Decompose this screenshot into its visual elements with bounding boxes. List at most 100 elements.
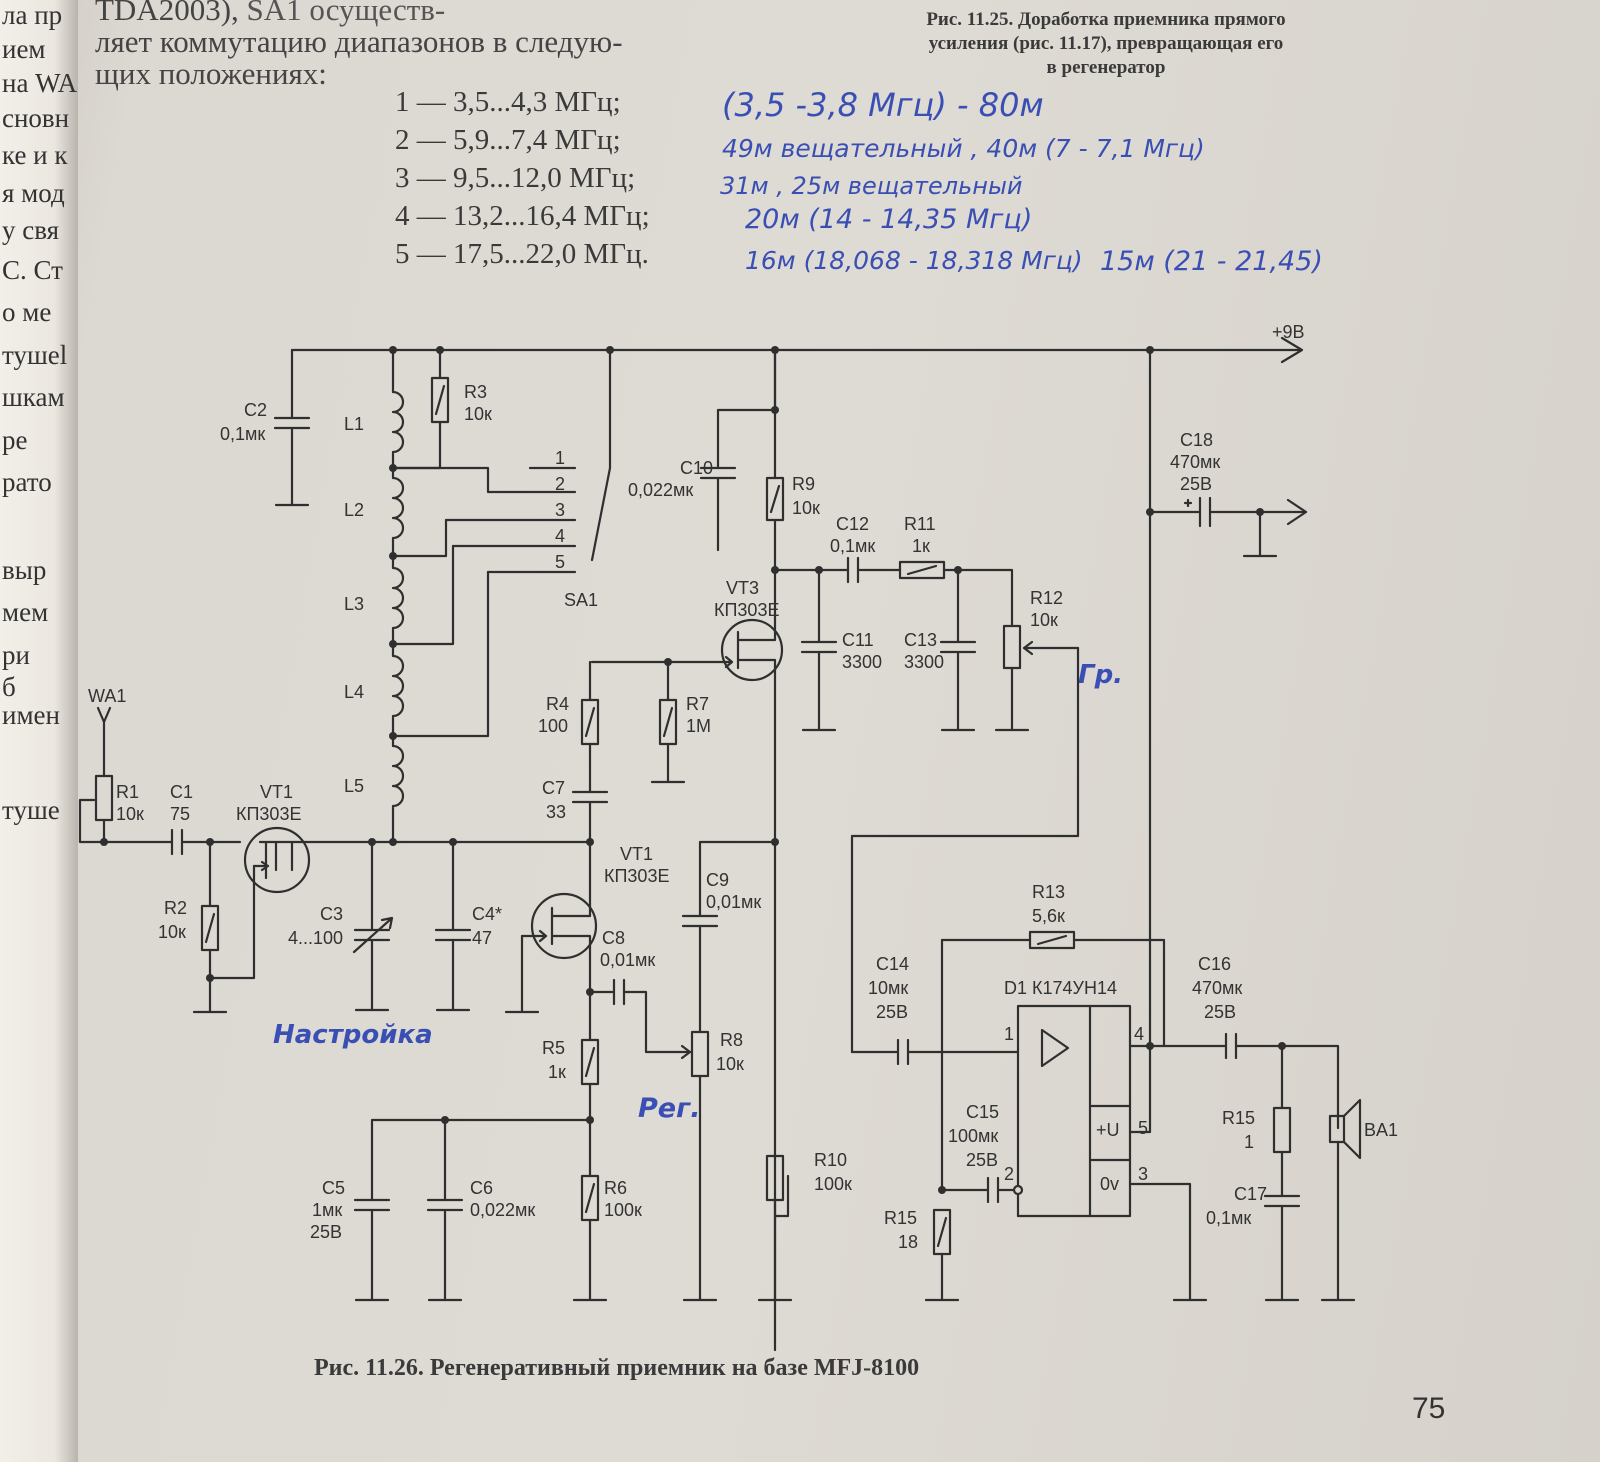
handwritten-note-band5a: 16м (18,068 - 18,318 Мгц)	[745, 246, 1083, 275]
capacitor-c18	[1148, 348, 1308, 1012]
capacitor-c17	[1263, 1194, 1301, 1302]
label-r7-value: 1М	[686, 716, 711, 736]
label-pin3: 3	[1138, 1164, 1148, 1184]
label-l2: L2	[344, 500, 364, 520]
left-page-fragment: ла пр	[2, 0, 63, 30]
label-sa1-pos4: 4	[555, 526, 565, 546]
label-c6-value: 0,022мк	[470, 1200, 535, 1220]
switch-sa1	[391, 348, 612, 738]
label-c7-value: 33	[546, 802, 566, 822]
junction-dots	[100, 346, 1286, 1194]
left-page-fragment: о ме	[2, 297, 52, 327]
inductor-chain	[391, 348, 405, 842]
label-r2: R2	[164, 898, 187, 918]
resistor-r4	[580, 660, 600, 794]
left-page-fragment: мем	[2, 597, 49, 627]
label-r15-1: R15	[1222, 1108, 1255, 1128]
left-page-fragment: тушеl	[2, 340, 68, 370]
label-c16-voltage: 25В	[1204, 1002, 1236, 1022]
left-page-fragment: шкам	[2, 382, 65, 412]
label-c14-voltage: 25В	[876, 1002, 908, 1022]
page-number: 75	[1412, 1392, 1446, 1425]
band-item: 1 — 3,5...4,3 МГц;	[395, 86, 621, 118]
label-l3: L3	[344, 594, 364, 614]
label-r4: R4	[546, 694, 569, 714]
label-c18: C18	[1180, 430, 1213, 450]
label-r13-value: 5,6к	[1032, 906, 1065, 926]
resistor-r9	[765, 348, 785, 628]
label-vt1-input-type: КП303Е	[236, 804, 301, 824]
antenna-wa1	[96, 706, 112, 778]
label-r10: R10	[814, 1150, 847, 1170]
label-pin2: 2	[1004, 1164, 1014, 1184]
label-c15-value: 100мк	[948, 1126, 998, 1146]
left-page-fragment: у свя	[2, 215, 60, 245]
label-c12: C12	[836, 514, 869, 534]
figure-caption-11-26: Рис. 11.26. Регенеративный приемник на б…	[314, 1355, 920, 1381]
handwritten-note-band5b: 15м (21 - 21,45)	[1100, 246, 1323, 277]
left-page-fragment: я мод	[2, 178, 65, 208]
left-page-fragment: сновн	[2, 103, 70, 133]
amplifier-d1	[850, 930, 1340, 1302]
label-sa1-pos1: 1	[555, 448, 565, 468]
label-r3-value: 10к	[464, 404, 492, 424]
band-item: 3 — 9,5...12,0 МГц;	[395, 162, 636, 194]
label-sa1: SA1	[564, 590, 598, 610]
body-text-line: TDA2003),	[95, 0, 239, 27]
label-c4-value: 47	[472, 928, 492, 948]
label-c6: C6	[470, 1178, 493, 1198]
left-page-fragment: выр	[2, 555, 47, 585]
label-c8-value: 0,01мк	[600, 950, 655, 970]
label-l5: L5	[344, 776, 364, 796]
capacitor-c7	[571, 790, 609, 882]
handwritten-note-band2: 49м вещательный , 40м (7 - 7,1 Мгц)	[722, 134, 1205, 163]
label-r4-value: 100	[538, 716, 568, 736]
label-l4: L4	[344, 682, 364, 702]
speaker-ba1	[1320, 1098, 1362, 1302]
label-vt3-type: КП303Е	[714, 600, 779, 620]
label-r11-value: 1к	[912, 536, 930, 556]
label-c1: C1	[170, 782, 193, 802]
handwritten-volume: Гр.	[1078, 660, 1124, 690]
label-wa1: WA1	[88, 686, 126, 706]
label-r13: R13	[1032, 882, 1065, 902]
handwritten-note-band1: (3,5 -3,8 Мгц) - 80м	[722, 86, 1044, 124]
capacitor-c9	[681, 840, 777, 1034]
label-r1-value: 10к	[116, 804, 144, 824]
label-c10-value: 0,022мк	[628, 480, 693, 500]
label-c13-value: 3300	[904, 652, 944, 672]
band-item: 5 — 17,5...22,0 МГц.	[395, 238, 649, 270]
caption-line: Рис. 11.25. Доработка приемника прямого	[926, 9, 1286, 30]
label-r2-value: 10к	[158, 922, 186, 942]
capacitor-c4	[391, 840, 592, 1012]
resistor-r5	[580, 1038, 600, 1178]
label-c5-value: 1мк	[312, 1200, 342, 1220]
band-item: 2 — 5,9...7,4 МГц;	[395, 124, 621, 156]
output-filter	[773, 556, 1080, 1054]
transistor-vt3	[590, 618, 784, 1352]
schematic-labels: +9В C2 0,1мк R3 10к L1 L2 L3 L4 L5 1 2 3…	[88, 322, 1398, 1252]
label-c1-value: 75	[170, 804, 190, 824]
label-c17: C17	[1234, 1184, 1267, 1204]
label-pin4: 4	[1134, 1024, 1144, 1044]
label-c2-value: 0,1мк	[220, 424, 265, 444]
label-r6-value: 100к	[604, 1200, 642, 1220]
label-supply: +9В	[1272, 322, 1305, 342]
figure-caption-11-25: Рис. 11.25. Доработка приемника прямого …	[826, 8, 1386, 80]
label-r10-value: 100к	[814, 1174, 852, 1194]
label-vt1-input: VT1	[260, 782, 293, 802]
left-page-fragment: ри	[2, 640, 30, 670]
left-page-edge: ла пр ием на WA сновн ке и к я мод у свя…	[0, 0, 78, 1462]
label-c5-voltage: 25В	[310, 1222, 342, 1242]
transistor-vt1-input	[243, 826, 395, 894]
label-c16-value: 470мк	[1192, 978, 1242, 998]
transistor-vt1-regen	[504, 878, 598, 1042]
label-pin1: 1	[1004, 1024, 1014, 1044]
label-r9: R9	[792, 474, 815, 494]
label-r8-value: 10к	[716, 1054, 744, 1074]
label-r7: R7	[686, 694, 709, 714]
resistor-r15-18	[924, 1208, 960, 1302]
label-plus-u: +U	[1096, 1120, 1120, 1140]
label-r15-18-value: 18	[898, 1232, 918, 1252]
label-c18-voltage: 25В	[1180, 474, 1212, 494]
